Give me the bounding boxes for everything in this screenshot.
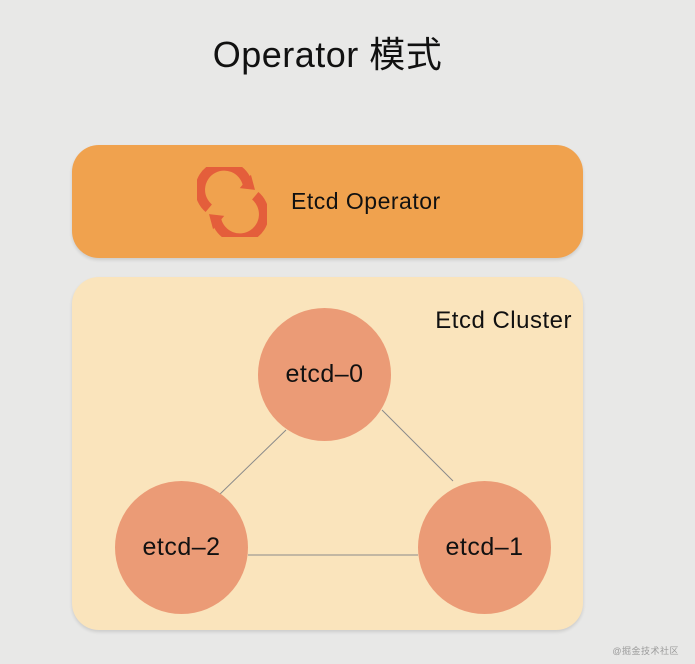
page-title: Operator 模式 [212, 34, 443, 75]
edge-etcd0-etcd1 [381, 409, 454, 482]
node-etcd-2: etcd–2 [115, 481, 248, 614]
cluster-edges [217, 409, 454, 556]
operator-label: Etcd Operator [291, 188, 441, 214]
node-etcd-0: etcd–0 [258, 308, 391, 441]
node-etcd-1: etcd–1 [418, 481, 551, 614]
etcd-cluster-box: Etcd Cluster etcd–0 etcd–1 etcd–2 [72, 277, 583, 630]
sync-icon [197, 166, 267, 238]
cluster-label: Etcd Cluster [435, 307, 572, 334]
node-etcd-0-label: etcd–0 [285, 360, 364, 388]
node-etcd-2-label: etcd–2 [142, 533, 221, 561]
watermark: @掘金技术社区 [612, 646, 679, 656]
node-etcd-1-label: etcd–1 [445, 533, 524, 561]
etcd-operator-box: Etcd Operator [72, 145, 583, 258]
edge-etcd0-etcd2 [217, 429, 287, 497]
